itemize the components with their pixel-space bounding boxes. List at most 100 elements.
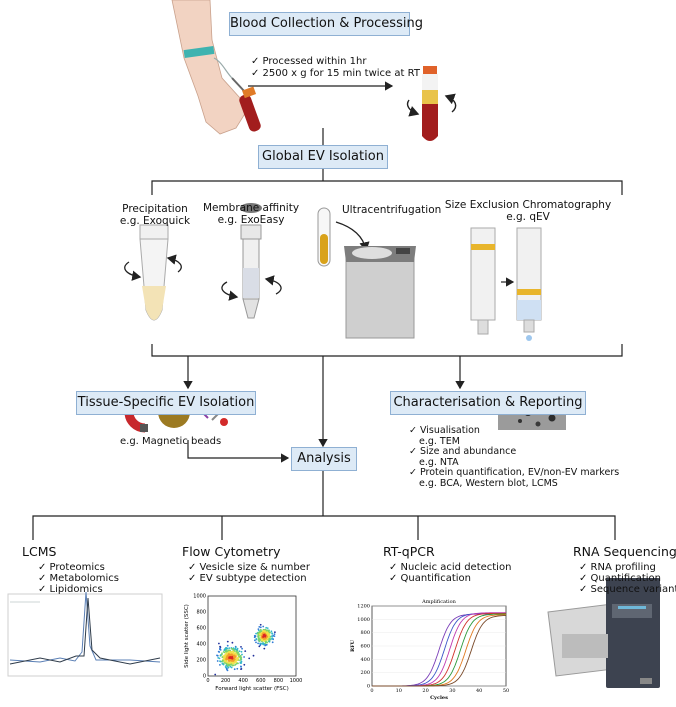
event-point [243, 656, 246, 658]
event-point [218, 642, 220, 645]
event-point [243, 663, 246, 666]
method-label: Size Exclusion Chromatography [444, 199, 612, 211]
event-point [264, 642, 267, 644]
event-point [241, 653, 243, 656]
event-point [230, 659, 233, 662]
event-point [231, 641, 234, 644]
event-point [225, 664, 228, 667]
y-tick-label: 600 [196, 626, 206, 632]
event-point [232, 663, 234, 665]
blood-step-1: ✓ Processed within 1hr [251, 56, 367, 67]
x-tick-label: 50 [503, 688, 509, 694]
char-item-example: e.g. BCA, Western blot, LCMS [419, 477, 558, 489]
y-tick-label: 0 [367, 684, 370, 690]
event-point [228, 647, 231, 649]
event-point [221, 660, 224, 663]
x-axis-label: Forward light scatter (FSC) [215, 686, 288, 692]
event-point [266, 632, 268, 635]
event-point [225, 667, 228, 670]
event-point [233, 655, 236, 658]
event-point [271, 637, 274, 640]
event-point [240, 665, 242, 668]
event-point [257, 629, 260, 632]
lcms-chromatogram [7, 591, 163, 677]
rnaseq-item: ✓ RNA profiling [579, 562, 656, 573]
lcms-title: LCMS [22, 544, 57, 559]
method-membrane-affinity: Membrane affinity e.g. ExoEasy [196, 202, 306, 226]
flow-item: ✓ Vesicle size & number [188, 562, 310, 573]
event-point [230, 651, 233, 654]
event-point [225, 657, 228, 660]
arm-illustration [171, 0, 261, 135]
event-point [267, 635, 270, 637]
event-point [225, 663, 228, 665]
global-ev-isolation-box: Global EV Isolation [258, 145, 388, 169]
event-point [221, 662, 224, 665]
event-point [261, 639, 264, 642]
event-point [228, 649, 230, 651]
event-point [231, 656, 234, 658]
event-point [263, 647, 266, 650]
event-point [240, 656, 243, 659]
event-point [219, 654, 222, 657]
event-point [224, 650, 227, 652]
event-point [257, 632, 260, 634]
char-item-label: ✓ Protein quantification, EV/non-EV mark… [409, 467, 620, 478]
event-point [230, 654, 233, 657]
event-point [239, 654, 242, 657]
event-point [223, 651, 226, 654]
event-point [261, 642, 264, 645]
flow-title: Flow Cytometry [182, 544, 281, 559]
event-point [236, 659, 239, 661]
event-point [244, 650, 247, 652]
char-item-example: e.g. TEM [419, 435, 460, 447]
y-tick-label: 800 [360, 630, 370, 636]
event-point [219, 645, 222, 648]
x-tick-label: 30 [449, 688, 455, 694]
event-point [228, 657, 231, 660]
event-point [239, 659, 241, 662]
pcr-list: ✓ Nucleic acid detection ✓ Quantificatio… [389, 562, 511, 584]
event-point [234, 652, 237, 654]
event-point [254, 635, 257, 638]
y-tick-label: 1000 [193, 594, 206, 600]
method-example: e.g. qEV [506, 211, 550, 223]
event-point [268, 630, 270, 632]
event-point [265, 626, 268, 629]
rnaseq-list: ✓ RNA profiling ✓ Quantification ✓ Seque… [579, 562, 676, 595]
event-point [226, 640, 229, 643]
event-point [219, 664, 221, 666]
event-point [226, 644, 229, 647]
pcr-title: RT-qPCR [383, 544, 435, 559]
method-label: Precipitation [122, 203, 188, 215]
pcr-item: ✓ Quantification [389, 573, 472, 584]
sec-columns [470, 227, 542, 341]
event-point [240, 650, 243, 653]
analysis-bracket [32, 515, 616, 540]
plot-frame [207, 595, 297, 677]
membrane-column [221, 203, 282, 319]
event-point [238, 655, 241, 658]
event-point [269, 631, 271, 634]
lcms-item: ✓ Metabolomics [38, 573, 119, 584]
x-tick-label: 600 [256, 678, 266, 684]
event-point [241, 647, 244, 650]
event-point [236, 654, 238, 656]
event-point [257, 628, 260, 630]
event-point [266, 635, 269, 638]
event-point [263, 634, 266, 636]
x-tick-label: 200 [221, 678, 231, 684]
method-label: Membrane affinity [202, 202, 300, 214]
event-point [262, 635, 265, 638]
event-point [227, 666, 230, 669]
event-point [227, 651, 230, 654]
analysis-box: Analysis [291, 447, 357, 471]
global-bracket-bottom [151, 344, 623, 357]
sequencer-illustration [547, 578, 660, 688]
plot-title: Amplification [421, 599, 456, 605]
event-point [258, 626, 261, 628]
char-item-label: ✓ Visualisation [409, 425, 480, 436]
